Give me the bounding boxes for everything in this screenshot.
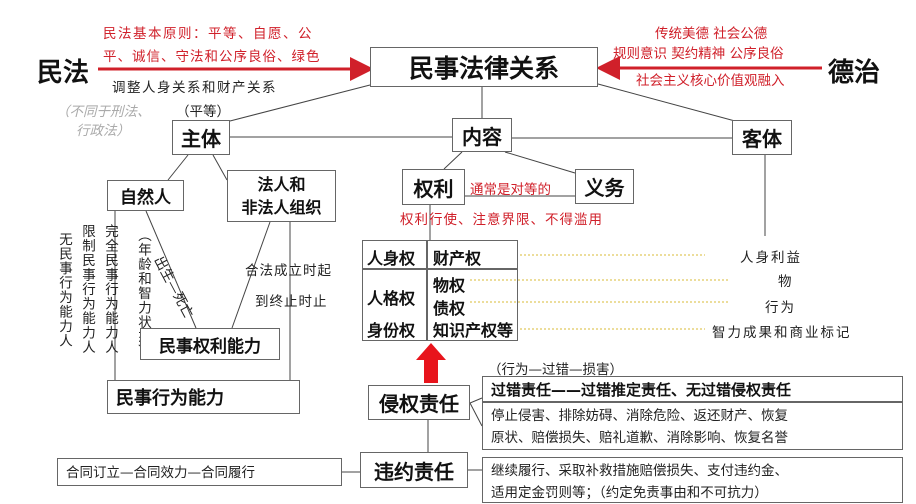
rights-box: 权利 [402, 169, 465, 205]
rights-exercise-note: 权利行使、注意界限、不得滥用 [400, 212, 603, 228]
legal-start-note: 合法成立时起 [245, 263, 332, 279]
object-box: 客体 [732, 120, 792, 155]
civil-law-title: 民法 [37, 58, 90, 88]
object-thing: 物 [778, 274, 792, 290]
up-arrow-icon [416, 343, 446, 383]
ip-right: 知识产权等 [433, 321, 514, 340]
difference-note-line2: 行政法） [76, 123, 130, 139]
civil-principles-line1: 民法基本原则：平等、自愿、公 [103, 26, 313, 42]
civil-principles-line2: 平、诚信、守法和公序良俗、绿色 [103, 49, 321, 65]
claim-right: 债权 [433, 299, 466, 318]
legal-person-line1: 法人和 [257, 175, 306, 194]
moral-line1: 传统美德 社会公德 [655, 26, 768, 42]
civil-act-capacity-box: 民事行为能力 [107, 380, 300, 414]
contract-remedies-line2: 适用定金罚则等；（约定免责事由和不可抗力） [491, 485, 768, 501]
property-right: 财产权 [433, 249, 482, 268]
content-box: 内容 [452, 118, 512, 152]
tort-remedies-line1: 停止侵害、排除妨碍、消除危险、返还财产、恢复 [491, 408, 788, 424]
personal-right: 人身权 [367, 249, 416, 268]
tort-remedies-line2: 原状、赔偿损失、赔礼道歉、消除影响、恢复名誉 [491, 430, 788, 446]
equal-rights-note: 通常是对等的 [470, 182, 551, 198]
natural-person-box: 自然人 [107, 180, 184, 211]
full-capacity-person: 完全民事行为能力人 [102, 224, 118, 355]
subject-box: 主体 [172, 120, 230, 155]
civil-law-scope: 调整人身关系和财产关系 [112, 80, 277, 96]
contract-liability-box: 违约责任 [360, 452, 468, 488]
contract-stages-box: 合同订立—合同效力—合同履行 [57, 458, 342, 486]
moral-line3: 社会主义核心价值观融入 [636, 73, 785, 89]
civil-rights-capacity-box: 民事权利能力 [140, 328, 280, 360]
civil-legal-relation-box: 民事法律关系 [370, 47, 598, 87]
tort-principle-box: 过错责任——过错推定责任、无过错侵权责任 [482, 376, 903, 402]
legal-person-box: 法人和 非法人组织 [227, 170, 336, 222]
legal-person-line2: 非法人组织 [241, 198, 322, 217]
difference-note-line1: （不同于刑法、 [56, 104, 151, 120]
contract-remedies-box: 继续履行、采取补救措施赔偿损失、支付违约金、 适用定金罚则等；（约定免责事由和不… [482, 457, 903, 503]
moral-line2: 规则意识 契约精神 公序良俗 [613, 46, 784, 62]
equal-note: （平等） [176, 104, 230, 120]
tort-liability-box: 侵权责任 [368, 385, 470, 420]
contract-remedies-line1: 继续履行、采取补救措施赔偿损失、支付违约金、 [491, 463, 788, 479]
identity-right: 身份权 [367, 321, 416, 340]
moral-rule-title: 德治 [828, 58, 881, 88]
personality-right: 人格权 [367, 289, 416, 308]
duties-box: 义务 [575, 169, 634, 204]
limited-capacity-person: 限制民事行为能力人 [79, 224, 95, 355]
legal-end-note: 到终止时止 [255, 294, 328, 310]
tort-remedies-box: 停止侵害、排除妨碍、消除危险、返还财产、恢复 原状、赔偿损失、赔礼道歉、消除影响… [482, 402, 903, 450]
no-capacity-person: 无民事行为能力人 [56, 232, 72, 348]
real-right: 物权 [433, 276, 466, 295]
age-intellect-note: （年龄和智力状态） [135, 228, 151, 359]
object-personal-interest: 人身利益 [740, 250, 802, 266]
tort-elements: （行为—过错—损害） [488, 362, 623, 378]
rights-table: 人身权 财产权 人格权 身份权 物权 债权 知识产权等 [362, 240, 518, 341]
object-intellectual: 智力成果和商业标记 [712, 325, 852, 341]
object-act: 行为 [765, 300, 796, 316]
